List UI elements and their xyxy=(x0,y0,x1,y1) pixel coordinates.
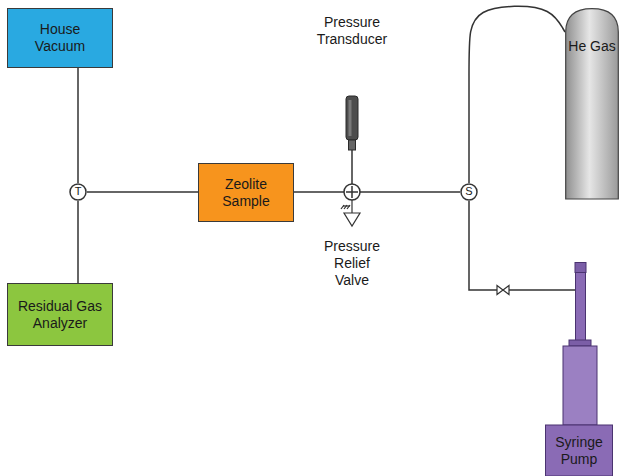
analyzer-box: Residual Gas Analyzer xyxy=(7,283,113,346)
cross-junction-symbol xyxy=(344,184,360,200)
switch-junction: S xyxy=(460,183,478,201)
tubing-line xyxy=(87,191,198,193)
node-text-group: He Gas xyxy=(565,8,619,200)
node-text-group: Zeolite Sample xyxy=(199,164,293,221)
node-text: S xyxy=(465,185,472,198)
node-text: Syringe Pump xyxy=(547,434,611,468)
node-text: He Gas xyxy=(568,38,615,55)
pressure-transducer-symbol xyxy=(346,96,358,184)
gas-cylinder: He Gas xyxy=(565,8,619,200)
component-label: Pressure Transducer xyxy=(304,14,400,48)
tubing-line xyxy=(469,201,545,290)
tee-junction: T xyxy=(69,183,87,201)
needle-valve-symbol xyxy=(497,286,509,295)
tubing-line xyxy=(77,201,79,283)
tubing-line xyxy=(294,191,460,193)
relief-valve-symbol xyxy=(341,200,360,226)
tubing-line xyxy=(469,6,565,183)
node-text-group: House Vacuum xyxy=(8,9,112,67)
node-text: House Vacuum xyxy=(24,21,96,55)
node-text-group: Syringe Pump xyxy=(545,425,613,476)
node-text-group: T xyxy=(69,183,87,201)
component-label: Pressure Relief Valve xyxy=(316,238,388,288)
node-text: Zeolite Sample xyxy=(211,176,281,210)
tubing-line xyxy=(77,68,79,183)
vacuum-box: House Vacuum xyxy=(7,8,113,68)
gas-cylinder-outline xyxy=(565,8,619,200)
node-text-group: Residual Gas Analyzer xyxy=(8,284,112,345)
sample-box: Zeolite Sample xyxy=(198,163,294,222)
pump-inlet-line xyxy=(545,289,575,291)
node-text: Residual Gas Analyzer xyxy=(14,298,106,332)
node-text-group: S xyxy=(460,183,478,201)
node-text: T xyxy=(75,185,82,198)
syringe-pump: Syringe Pump xyxy=(545,262,613,476)
